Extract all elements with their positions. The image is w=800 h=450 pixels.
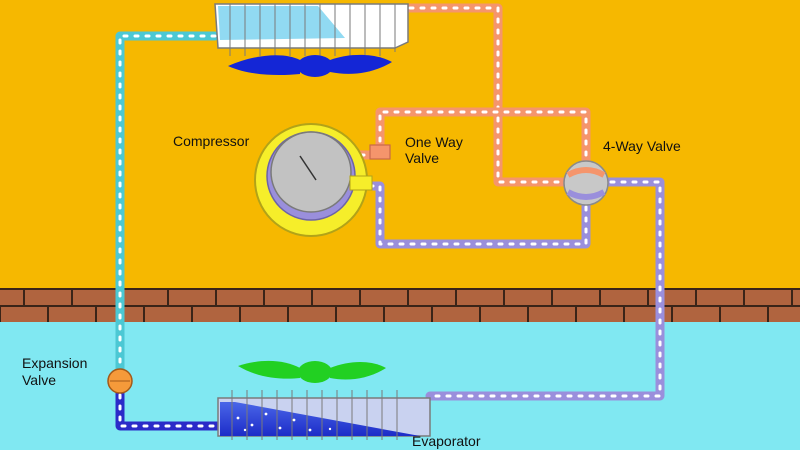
evaporator-coil xyxy=(217,390,431,440)
label-evaporator: Evaporator xyxy=(412,433,481,449)
label-expansion-valve-line2: Valve xyxy=(22,372,56,388)
one-way-valve-icon xyxy=(369,144,391,160)
brick-wall xyxy=(0,288,800,322)
evaporator-fan-icon xyxy=(238,360,386,383)
label-four-way-valve: 4-Way Valve xyxy=(603,138,681,154)
condenser-fan-icon xyxy=(228,54,392,77)
compressor-icon xyxy=(254,123,373,237)
four-way-valve-icon xyxy=(563,160,609,206)
label-one-way-valve-line1: One Way xyxy=(405,134,463,150)
label-expansion-valve-line1: Expansion xyxy=(22,355,87,371)
condenser-coil xyxy=(214,3,409,56)
label-compressor: Compressor xyxy=(173,133,250,149)
expansion-valve-icon xyxy=(107,368,133,394)
label-one-way-valve-line2: Valve xyxy=(405,150,439,166)
